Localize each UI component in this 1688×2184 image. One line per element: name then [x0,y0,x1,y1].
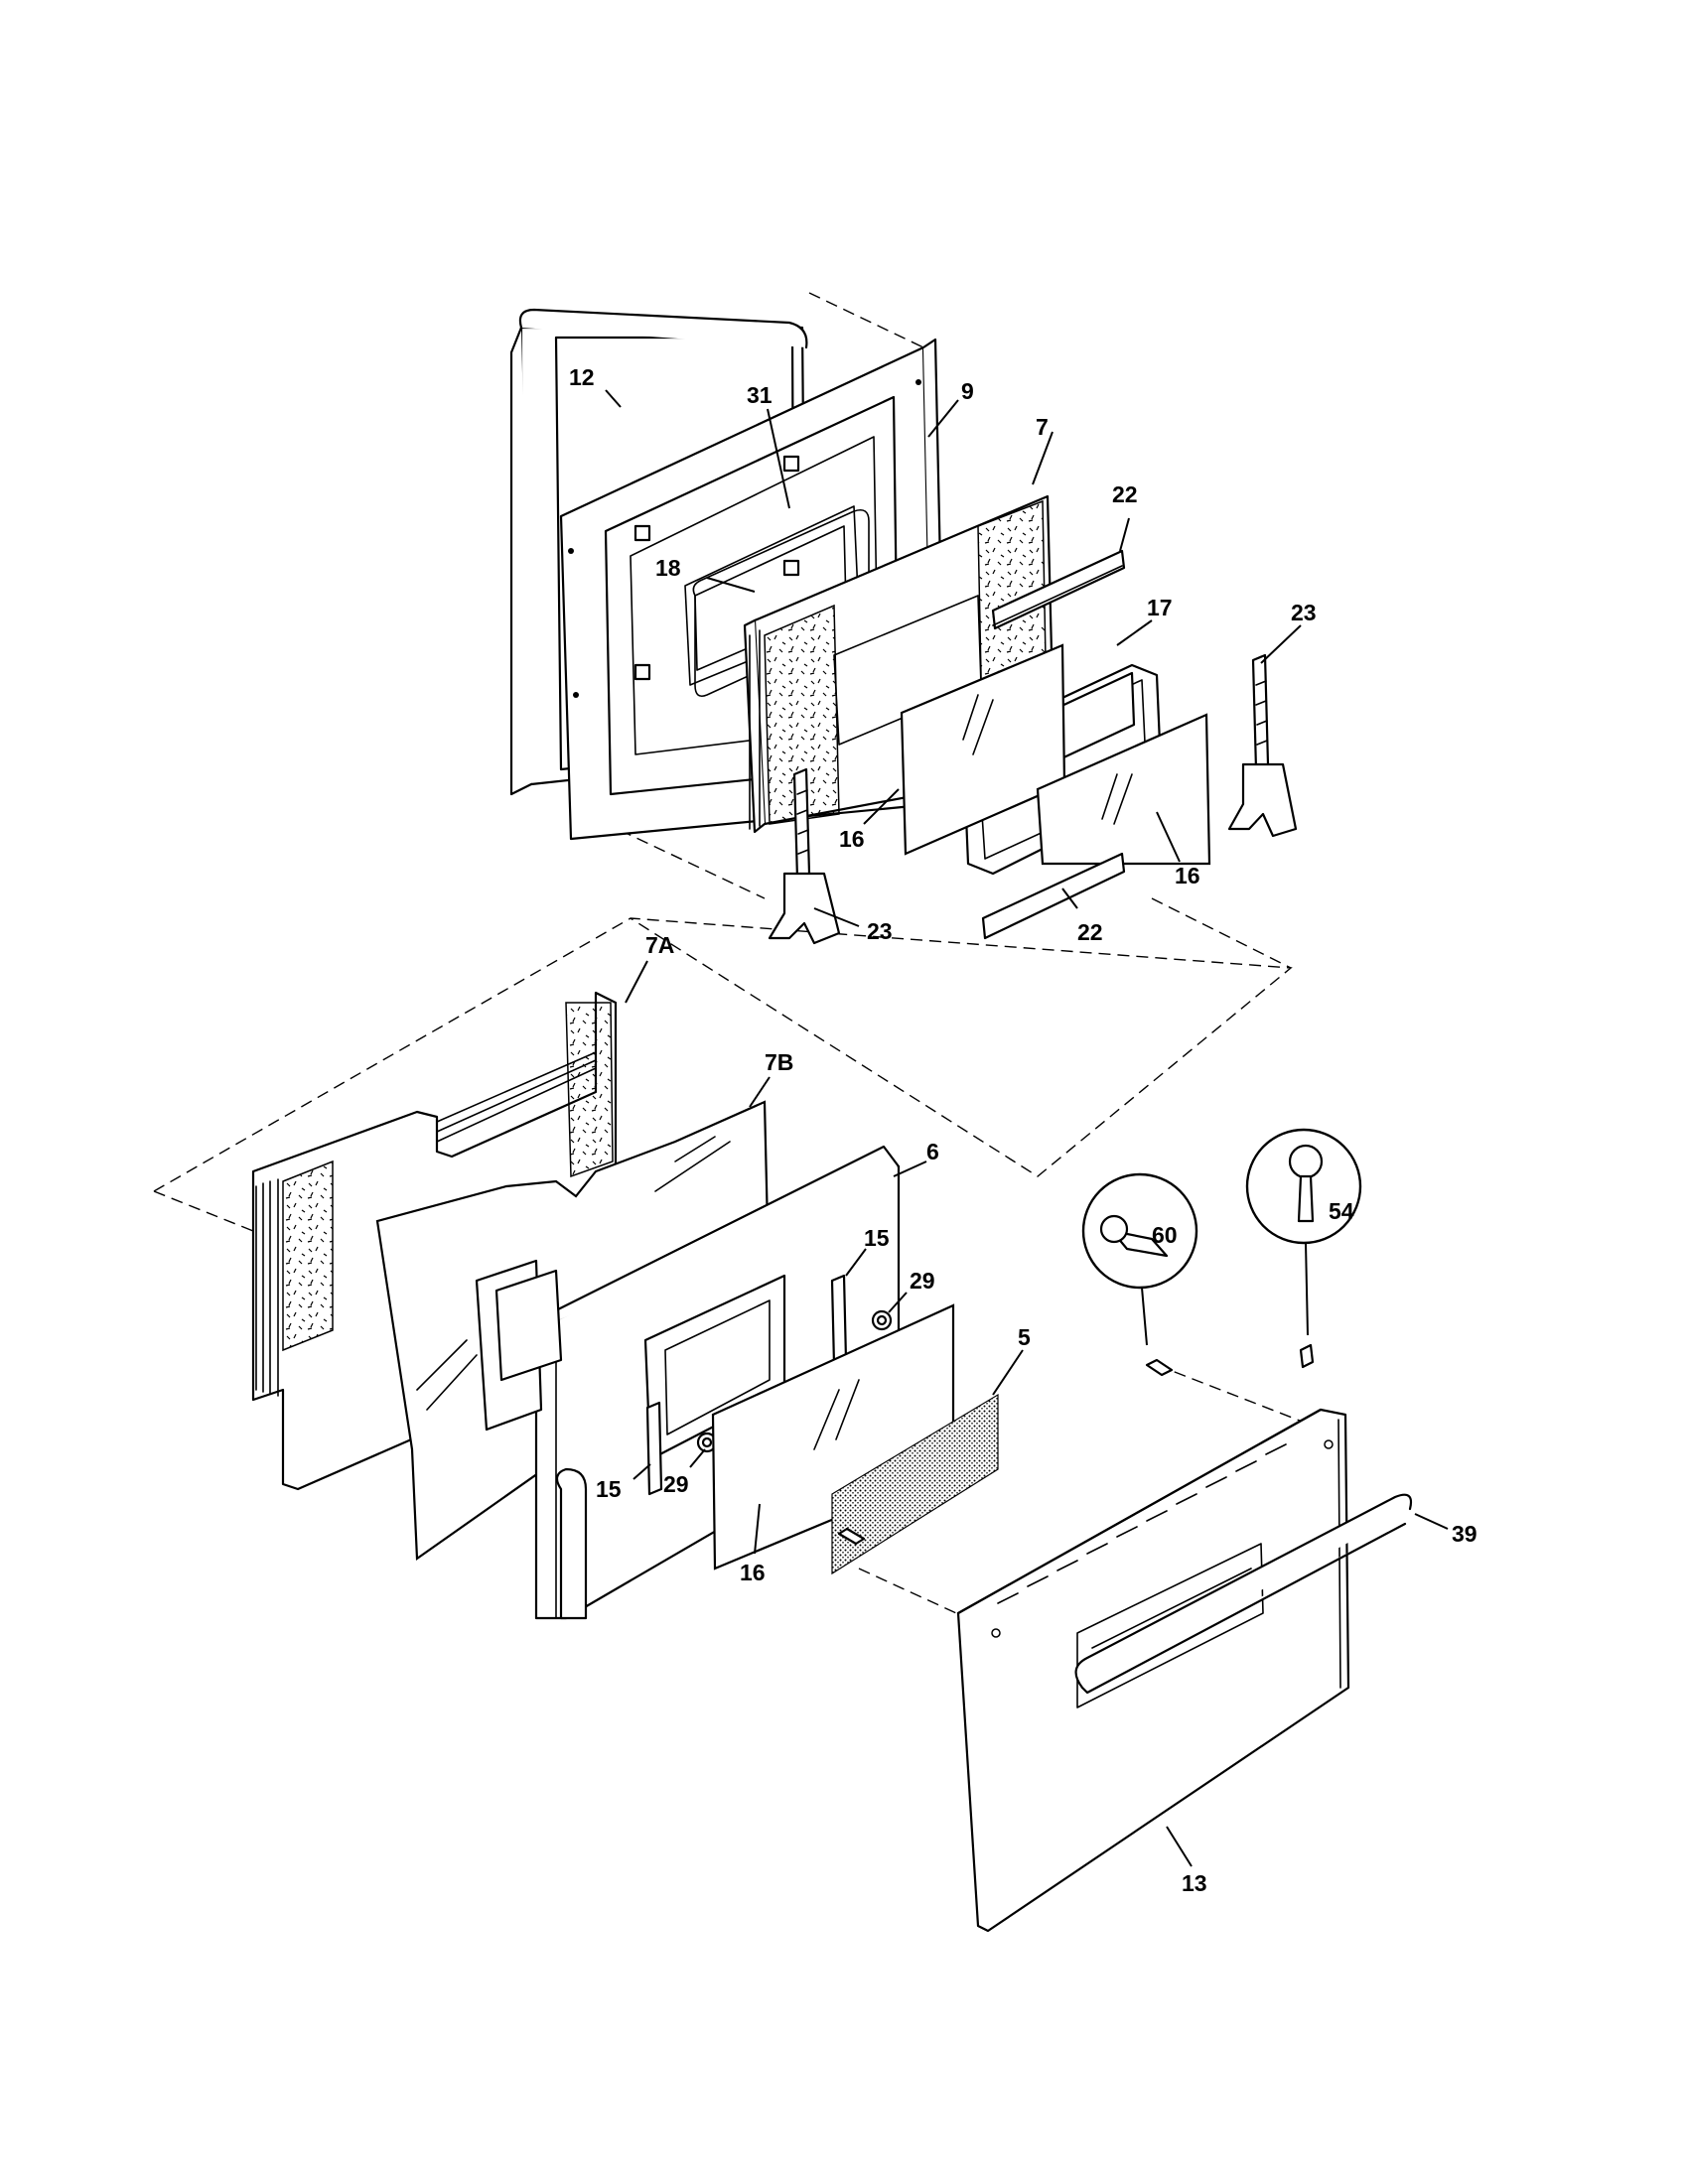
label-23-upper: 23 [1291,600,1317,625]
channel-part-22-lower [981,852,1126,940]
screw-part-16-lower [837,1527,866,1546]
screw-part-60-small [1145,1358,1174,1377]
label-60: 60 [1152,1222,1178,1248]
label-22-upper: 22 [1112,481,1138,507]
label-31: 31 [747,382,773,408]
label-15-lower: 15 [596,1476,622,1502]
door-handle-part-39 [1074,1493,1413,1695]
label-7: 7 [1036,414,1049,440]
label-16-upper-left: 16 [839,826,865,852]
glass-part-16-upper-right [1036,713,1211,866]
door-vent-slots [997,1443,1287,1604]
label-29-lower: 29 [663,1471,689,1497]
label-23-lower: 23 [867,918,893,944]
callout-circle-60 [1081,1172,1198,1346]
label-6: 6 [926,1139,939,1164]
label-22-lower: 22 [1077,919,1103,945]
label-16-upper-right: 16 [1175,863,1200,888]
label-29-upper: 29 [910,1268,935,1294]
roller-part-29-upper [871,1309,893,1331]
hinge-part-23-left [768,767,841,945]
label-54: 54 [1329,1198,1354,1224]
channel-part-22-upper [991,549,1126,630]
hinge-part-23-right [1227,653,1298,838]
label-5: 5 [1018,1324,1031,1350]
callout-circle-54 [1245,1128,1362,1336]
label-17: 17 [1147,595,1173,620]
leader-lines [605,389,1449,1867]
door-panel-part-6 [475,1145,901,1620]
part-labels: 12 31 9 7 22 18 17 23 16 16 23 22 7A 7B … [569,364,1477,1896]
label-13: 13 [1182,1870,1207,1896]
label-9: 9 [961,378,974,404]
label-18: 18 [655,555,681,581]
bracket-part-15-lower [645,1401,663,1496]
label-15-upper: 15 [864,1225,890,1251]
label-7B: 7B [765,1049,793,1075]
bracket-part-15-upper [830,1274,848,1367]
mesh-screen-part-5 [831,1393,999,1575]
label-12: 12 [569,364,595,390]
outer-door-part-13 [956,1408,1350,1933]
screw-part-54-small [1299,1343,1315,1369]
label-7A: 7A [645,932,674,958]
roller-part-29-lower [696,1432,718,1453]
label-16-lower: 16 [740,1560,766,1585]
label-39: 39 [1452,1521,1477,1547]
